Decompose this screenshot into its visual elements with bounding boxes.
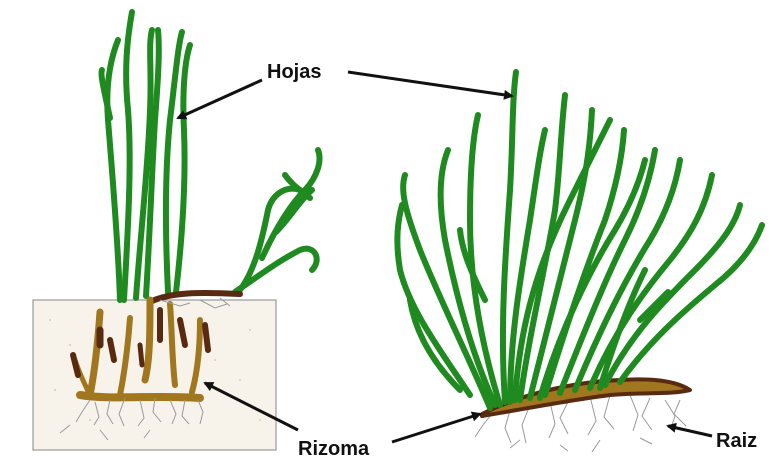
right-leaves — [397, 72, 762, 408]
arrow-leaves-left — [178, 80, 262, 118]
arrow-rhizome-right — [392, 414, 480, 442]
label-root: Raiz — [716, 430, 757, 452]
left-leaves — [101, 12, 319, 300]
soil-block — [33, 300, 276, 450]
label-leaves: Hojas — [267, 61, 321, 83]
right-plant — [397, 72, 762, 452]
label-rhizome: Rizoma — [298, 438, 370, 460]
arrow-root — [668, 426, 712, 436]
arrow-leaves-right — [348, 72, 512, 96]
